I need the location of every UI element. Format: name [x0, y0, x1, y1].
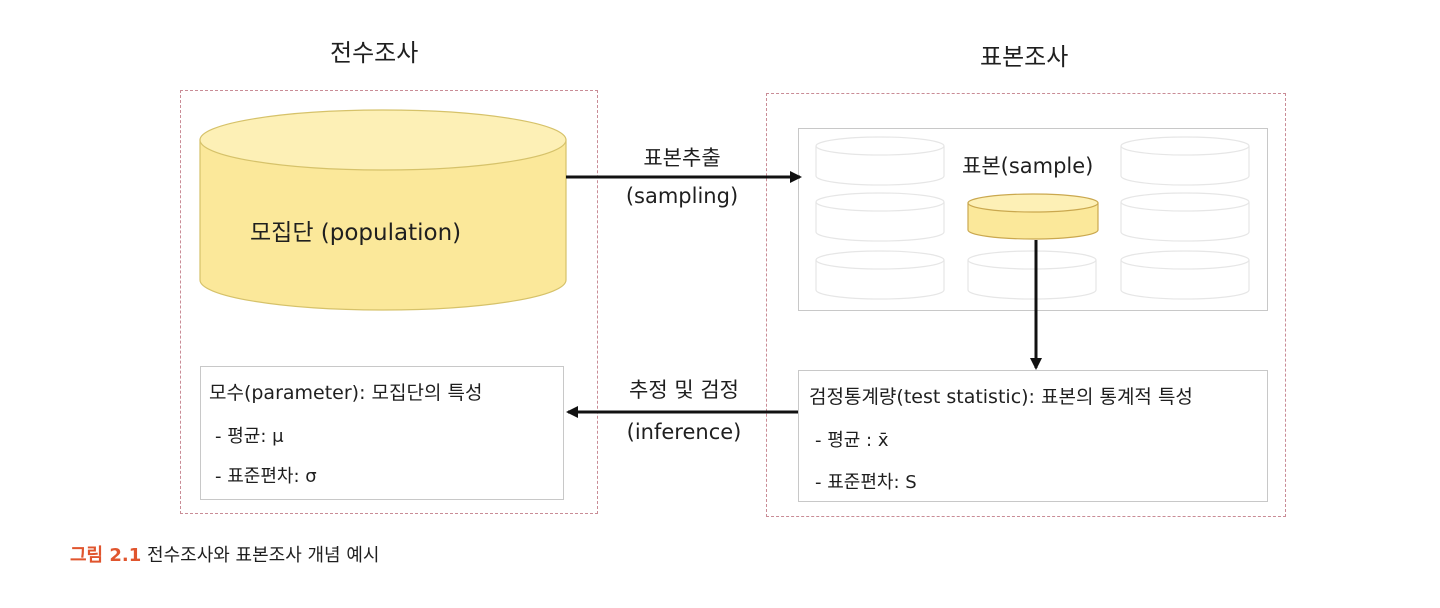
caption-prefix: 그림 2.1: [70, 545, 142, 566]
population-label: 모집단 (population): [250, 220, 462, 246]
figure-caption: 그림 2.1 전수조사와 표본조사 개념 예시: [70, 545, 380, 567]
sample-group-border: [766, 93, 1286, 517]
parameter-stddev: - 표준편차: σ: [215, 466, 317, 487]
sample-label: 표본(sample): [962, 154, 1094, 178]
inference-label-en: (inference): [626, 420, 742, 444]
statistic-stddev: - 표준편차: S: [815, 472, 917, 493]
census-title: 전수조사: [330, 39, 419, 67]
caption-text: 전수조사와 표본조사 개념 예시: [147, 545, 380, 566]
sample-cylinder-icon: [967, 193, 1099, 240]
inference-label-ko: 추정 및 검정: [629, 378, 739, 402]
parameter-box: 모수(parameter): 모집단의 특성 - 평균: μ - 표준편차: σ: [200, 366, 564, 500]
sampling-label-en: (sampling): [625, 184, 739, 208]
census-group-border: [180, 90, 598, 514]
sampling-label-ko: 표본추출: [643, 146, 721, 170]
sample-survey-title: 표본조사: [980, 43, 1069, 71]
ghost-cylinders: [815, 136, 1250, 300]
population-cylinder-icon: [199, 109, 567, 311]
parameter-mean: - 평균: μ: [215, 426, 284, 447]
statistic-box: 검정통계량(test statistic): 표본의 통계적 특성 - 평균 :…: [798, 370, 1268, 502]
statistic-title: 검정통계량(test statistic): 표본의 통계적 특성: [809, 386, 1193, 408]
parameter-title: 모수(parameter): 모집단의 특성: [209, 382, 483, 404]
statistic-mean: - 평균 : x̄: [815, 430, 889, 451]
